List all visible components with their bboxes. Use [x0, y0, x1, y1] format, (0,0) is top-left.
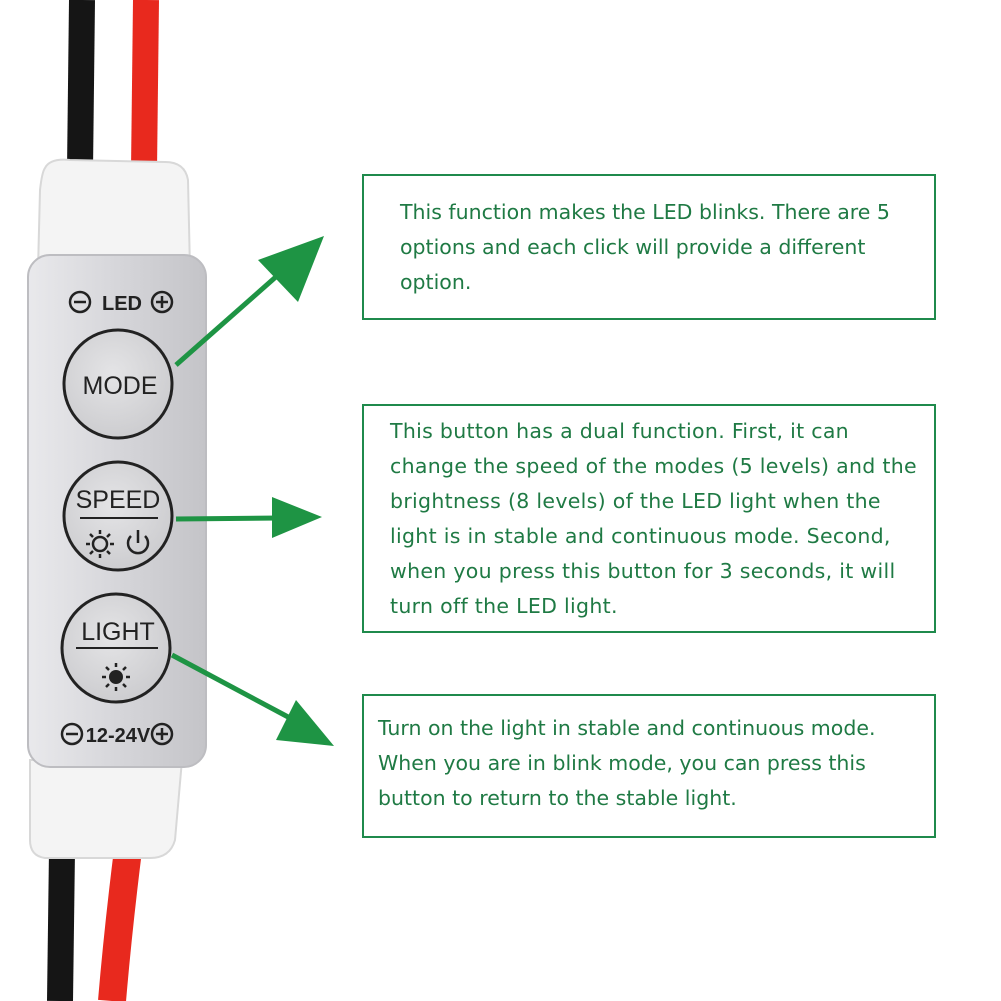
mode-description-box: This function makes the LED blinks. Ther…	[362, 174, 936, 320]
arrow-light	[170, 652, 334, 746]
speed-button[interactable]: SPEED	[62, 460, 174, 572]
top-strain-relief	[36, 158, 192, 271]
speed-button-label: SPEED	[76, 486, 161, 514]
light-description: Turn on the light in stable and continuo…	[378, 716, 876, 810]
mode-button-label: MODE	[83, 372, 158, 400]
brightness-icon	[102, 663, 130, 691]
speed-description: This button has a dual function. First, …	[390, 419, 917, 618]
mode-button[interactable]: MODE	[62, 328, 174, 440]
sun-icon	[86, 530, 114, 558]
light-button-label: LIGHT	[81, 618, 155, 646]
led-label: LED	[102, 293, 142, 315]
led-polarity-label: LED	[68, 290, 174, 315]
bottom-wires	[47, 848, 142, 1001]
voltage-label: 12-24V	[86, 725, 151, 747]
power-icon	[126, 530, 150, 555]
light-button[interactable]: LIGHT	[60, 592, 172, 704]
bottom-strain-relief	[29, 759, 184, 859]
power-polarity-label: 12-24V	[60, 722, 174, 747]
arrow-speed	[175, 497, 322, 538]
light-description-box: Turn on the light in stable and continuo…	[362, 694, 936, 838]
top-wires	[67, 0, 159, 171]
mode-description: This function makes the LED blinks. Ther…	[400, 200, 890, 294]
speed-description-box: This button has a dual function. First, …	[362, 404, 936, 633]
arrow-mode	[174, 236, 324, 367]
